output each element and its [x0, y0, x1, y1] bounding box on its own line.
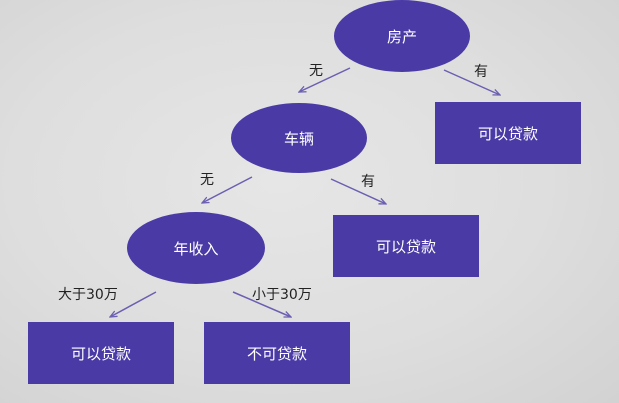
leaf-loan-vehicle-yes-label: 可以贷款	[375, 237, 436, 256]
leaf-loan-property-yes-label: 可以贷款	[477, 124, 538, 143]
edge-income-high	[110, 291, 157, 317]
edge-label-property-no: 无	[309, 63, 323, 79]
edge-vehicle-yes	[330, 178, 386, 204]
edge-property-no	[299, 67, 351, 92]
edge-label-income-low: 小于30万	[252, 287, 312, 303]
node-property: 房产	[334, 0, 470, 72]
leaf-loan-income-high: 可以贷款	[28, 322, 174, 384]
leaf-no-loan-income-low-label: 不可贷款	[246, 344, 307, 363]
leaf-loan-vehicle-yes: 可以贷款	[333, 215, 479, 277]
leaf-no-loan-income-low: 不可贷款	[204, 322, 350, 384]
leaf-loan-property-yes: 可以贷款	[435, 102, 581, 164]
node-vehicle: 车辆	[231, 103, 367, 173]
edge-label-property-yes: 有	[474, 64, 488, 80]
edge-property-yes	[443, 69, 500, 96]
node-property-label: 房产	[386, 27, 417, 46]
node-income: 年收入	[127, 212, 265, 284]
edge-vehicle-no	[202, 176, 253, 203]
node-vehicle-label: 车辆	[283, 129, 314, 148]
edge-label-vehicle-yes: 有	[361, 174, 375, 190]
edge-income-low	[232, 291, 291, 318]
node-income-label: 年收入	[173, 239, 219, 258]
leaf-loan-income-high-label: 可以贷款	[70, 344, 131, 363]
edge-label-income-high: 大于30万	[58, 287, 118, 303]
edge-label-vehicle-no: 无	[200, 172, 214, 188]
